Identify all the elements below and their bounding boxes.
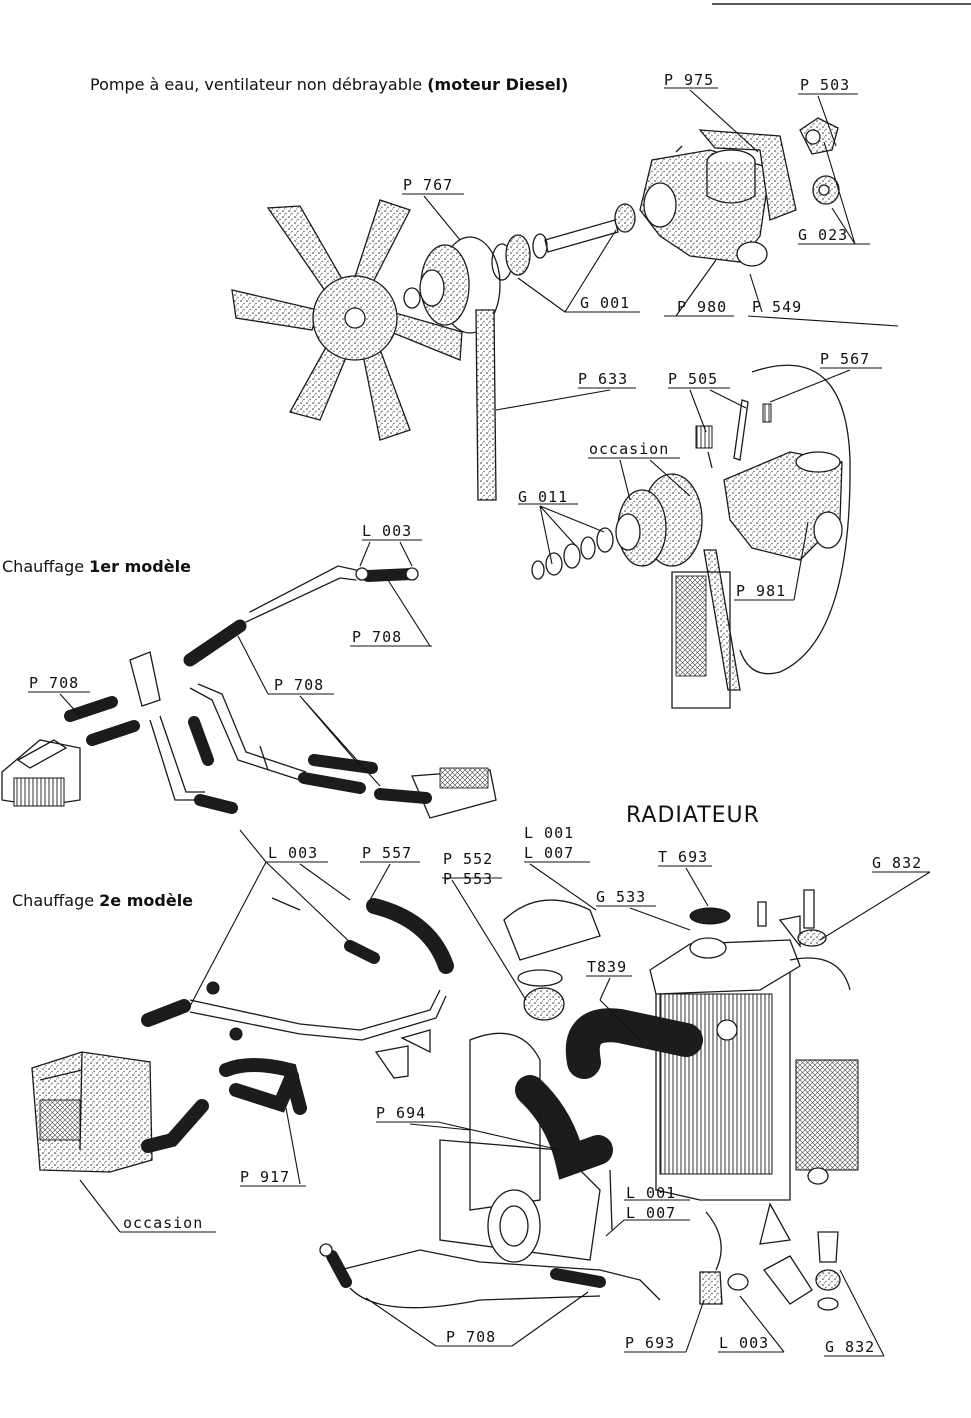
- label-g832-top: G 832: [872, 854, 922, 872]
- label-g832-bot: G 832: [825, 1338, 875, 1356]
- heating-1-drawing: [1, 565, 497, 819]
- pump-small-parts: [675, 117, 840, 205]
- label-l003-mid: L 003: [268, 844, 318, 862]
- label-p505: P 505: [668, 370, 718, 388]
- label-p980: P 980: [677, 298, 727, 316]
- leader-lines: [28, 87, 931, 1357]
- label-l007-bot: L 007: [626, 1204, 676, 1222]
- label-p557: P 557: [362, 844, 412, 862]
- label-l007-top: L 007: [524, 844, 574, 862]
- fan-belt-drawing: [475, 309, 497, 501]
- label-p767: P 767: [403, 176, 453, 194]
- label-p708-top: P 708: [352, 628, 402, 646]
- label-l003-top: L 003: [362, 522, 412, 540]
- label-p549: P 549: [752, 298, 802, 316]
- part-labels: P 975 P 503 P 767 G 023 G 001 P 980 P 54…: [29, 71, 922, 1356]
- fan-drawing: [231, 199, 463, 441]
- label-g533: G 533: [596, 888, 646, 906]
- label-g001: G 001: [580, 294, 630, 312]
- label-p975: P 975: [664, 71, 714, 89]
- label-t693: T 693: [658, 848, 708, 866]
- label-p708-mid: P 708: [274, 676, 324, 694]
- label-l001-top: L 001: [524, 824, 574, 842]
- radiator-hoses: [319, 899, 749, 1309]
- title-heating-1: Chauffage 1er modèle: [2, 557, 191, 576]
- title-heating-2: Chauffage 2e modèle: [12, 891, 193, 910]
- label-occasion-heater: occasion: [123, 1214, 203, 1232]
- pulley-drawing: [403, 236, 501, 334]
- label-t839: T839: [587, 958, 627, 976]
- label-occasion-pump: occasion: [589, 440, 669, 458]
- label-p552: P 552: [443, 850, 493, 868]
- label-p567: P 567: [820, 350, 870, 368]
- title-radiator: RADIATEUR: [626, 803, 760, 828]
- label-l001-bot: L 001: [626, 1184, 676, 1202]
- label-p917: P 917: [240, 1168, 290, 1186]
- title-pump: Pompe à eau, ventilateur non débrayable …: [90, 75, 568, 94]
- water-pump-body: [639, 129, 797, 267]
- label-p693: P 693: [625, 1334, 675, 1352]
- label-p503: P 503: [800, 76, 850, 94]
- label-p708-bot: P 708: [446, 1328, 496, 1346]
- pump-shaft-parts: [491, 203, 636, 281]
- label-p708-left: P 708: [29, 674, 79, 692]
- pump-variant-drawing: [531, 364, 851, 709]
- heating-2-drawing: [31, 897, 454, 1173]
- radiator-drawing: [649, 889, 859, 1311]
- label-g023: G 023: [798, 226, 848, 244]
- label-p694: P 694: [376, 1104, 426, 1122]
- label-p633: P 633: [578, 370, 628, 388]
- label-g011: G 011: [518, 488, 568, 506]
- label-l003-bot: L 003: [719, 1334, 769, 1352]
- label-p981: P 981: [736, 582, 786, 600]
- label-p553: P 553: [443, 870, 493, 888]
